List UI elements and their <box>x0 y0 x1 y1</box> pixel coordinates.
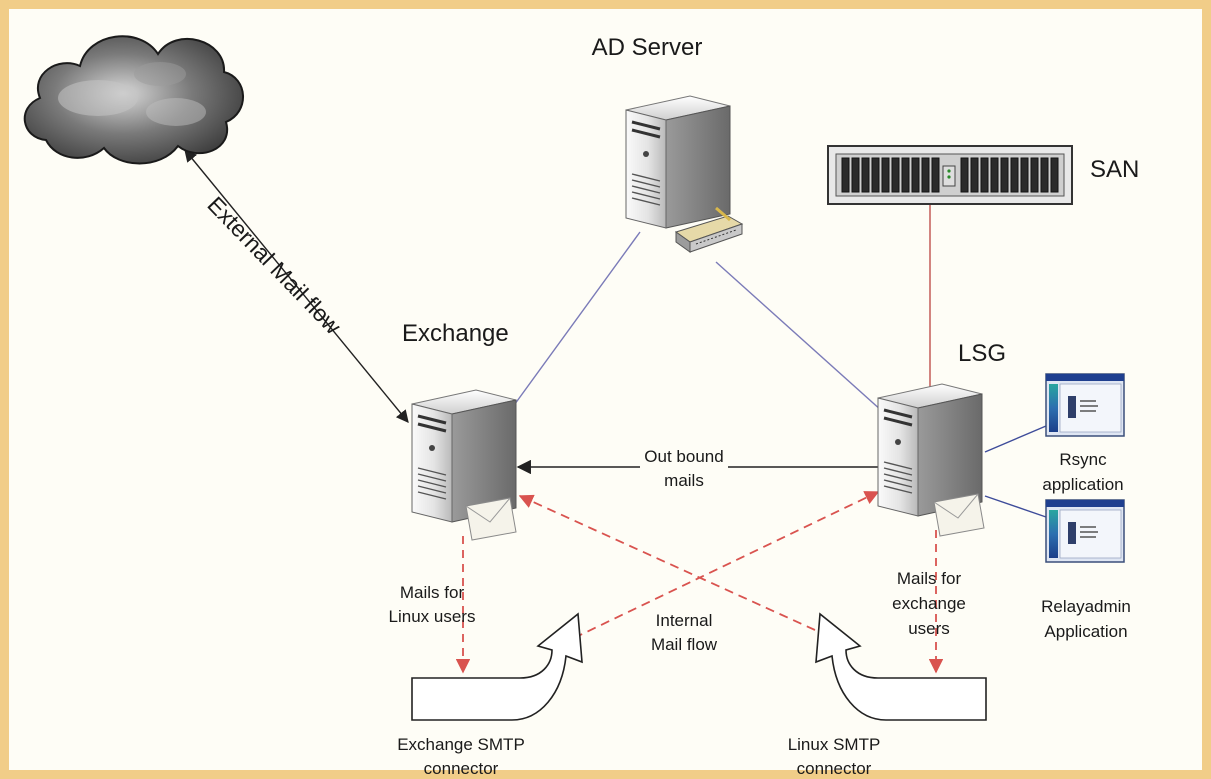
envelope-icon <box>933 493 985 537</box>
internal-flow-to-exchange <box>518 494 816 631</box>
drive-bay <box>1000 157 1009 193</box>
drive-bay <box>1030 157 1039 193</box>
mails-linux-label-line1: Mails for <box>400 583 465 602</box>
drive-bay <box>960 157 969 193</box>
drive-bay <box>861 157 870 193</box>
exchange-ad-link <box>511 231 641 409</box>
rsync-app-icon <box>1045 373 1125 437</box>
lsg-rsync-link <box>984 425 1047 453</box>
san-label: SAN <box>1090 156 1139 183</box>
drive-bay <box>891 157 900 193</box>
internal-flow-label-line2: Mail flow <box>651 635 718 654</box>
connector-arrow-icon <box>411 612 583 721</box>
ad-server-label: AD Server <box>592 34 703 61</box>
lsg-relayadmin-link <box>984 495 1047 518</box>
lsg-label: LSG <box>958 340 1006 367</box>
external-mail-flow-label: External Mail flow <box>202 191 346 339</box>
linux-connector-label-line1: Linux SMTP <box>788 735 881 754</box>
connector-arrow-icon <box>815 612 987 721</box>
drive-bay <box>1050 157 1059 193</box>
external-mail-flow-arrow <box>184 149 409 423</box>
drive-bay <box>931 157 940 193</box>
drive-bay <box>841 157 850 193</box>
drive-bay <box>881 157 890 193</box>
drive-bay <box>911 157 920 193</box>
relayadmin-label-line1: Relayadmin <box>1041 597 1131 616</box>
mails-exchange-label-line3: users <box>908 619 950 638</box>
exchange-connector-label-line1: Exchange SMTP <box>397 735 525 754</box>
drive-bay <box>851 157 860 193</box>
exchange-label: Exchange <box>402 320 509 347</box>
exchange-connector-label-line2: connector <box>424 759 499 778</box>
linux-connector-label-line2: connector <box>797 759 872 778</box>
modem-icon <box>674 206 744 253</box>
outbound-label-line1: Out bound <box>644 447 723 466</box>
relayadmin-label-line2: Application <box>1044 622 1127 641</box>
ad-lsg-link <box>715 261 893 421</box>
outbound-label-line2: mails <box>664 471 704 490</box>
rsync-label-line2: application <box>1042 475 1123 494</box>
envelope-icon <box>465 497 517 541</box>
drive-bay <box>921 157 930 193</box>
internal-flow-to-lsg <box>573 491 880 639</box>
drive-bay <box>1010 157 1019 193</box>
drive-bay <box>970 157 979 193</box>
rsync-label-line1: Rsync <box>1059 450 1107 469</box>
mails-exchange-label-line2: exchange <box>892 594 966 613</box>
mails-linux-label-line2: Linux users <box>389 607 476 626</box>
storage-array-icon <box>827 145 1073 205</box>
mails-exchange-label-line1: Mails for <box>897 569 962 588</box>
drive-bay <box>901 157 910 193</box>
cloud-icon <box>23 35 244 165</box>
drive-bay <box>1020 157 1029 193</box>
ad-server-icon <box>624 94 732 230</box>
drive-bay <box>1040 157 1049 193</box>
drive-bay <box>871 157 880 193</box>
drive-bay <box>990 157 999 193</box>
relayadmin-app-icon <box>1045 499 1125 563</box>
internal-flow-label-line1: Internal <box>656 611 713 630</box>
drive-bay <box>980 157 989 193</box>
